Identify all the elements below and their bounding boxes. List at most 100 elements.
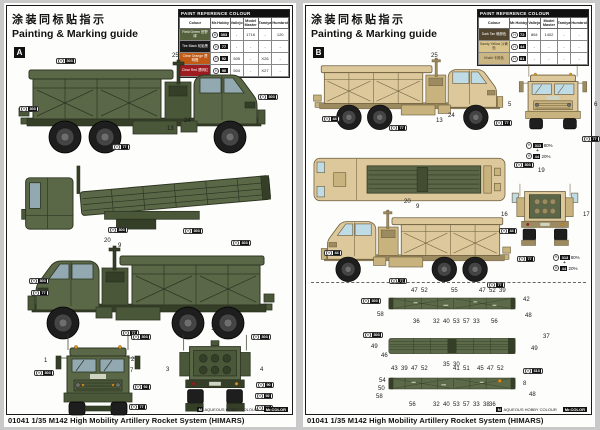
antenna-mast	[434, 57, 438, 77]
pod3-callout-56: 56	[409, 402, 416, 408]
beacon	[210, 340, 220, 347]
mr-hobby-logo: H	[525, 367, 532, 375]
paint-code: 90	[220, 68, 228, 74]
paint-table-header-row: Colour Mr.Hobby Vallejo Model Master Tam…	[179, 16, 289, 30]
pod2-callout-37: 37	[543, 334, 550, 340]
himars-rear-illustration	[511, 183, 579, 246]
col-humbrol: Humbrol	[570, 16, 588, 30]
rocket-pod-side-view-2: 43 39 47 52 41 51 45 47 52 54 50 58 8 48…	[361, 364, 561, 414]
page-a: 涂装同标贴指示 Painting & Marking guide PAINT R…	[4, 3, 296, 427]
rocket-tube	[549, 198, 556, 205]
paint-reference-table-a: PAINT REFERENCE COLOUR Colour Mr.Hobby V…	[178, 9, 290, 79]
himars-elevated-illustration	[21, 165, 271, 230]
rocket-tube	[542, 198, 548, 205]
humbrol-code: -	[271, 40, 289, 54]
col-modelmaster: Model Master	[242, 16, 259, 30]
mirror	[55, 355, 62, 370]
mr-hobby-logo: H	[260, 93, 267, 101]
model-master-code: -	[242, 64, 259, 78]
vallejo-code: 864	[527, 28, 542, 42]
vallejo-code: -	[229, 28, 244, 42]
swatch-clear-orange: Clear Orange 透明橙	[179, 52, 211, 66]
paint-code: 77	[398, 278, 406, 284]
paint-code: 303	[523, 162, 533, 168]
wheel	[211, 306, 245, 340]
pod2-callout-46: 46	[381, 353, 388, 359]
model-master-code: -	[540, 40, 558, 54]
humbrol-code: -	[570, 40, 588, 54]
himars-plan-illustration	[313, 157, 506, 202]
himars-front-illustration	[55, 334, 141, 416]
view-top-plan-tan: H 303	[312, 154, 535, 206]
vallejo-code: 505	[229, 52, 244, 66]
humbrol-code: -	[271, 64, 289, 78]
pod2-callouts-bottom: 35 30	[443, 362, 460, 368]
mr-hobby-logo: H	[213, 43, 220, 51]
tamiya-code: -	[257, 28, 273, 42]
paint-code: 77	[40, 290, 48, 296]
col-vallejo: Vallejo	[527, 16, 542, 30]
col-tamiya: Tamiya	[257, 16, 273, 30]
mudflap	[521, 239, 536, 246]
taillight	[526, 222, 530, 226]
swatch-tire-black: Tire Black 轮胎黑	[179, 40, 211, 54]
callout-6: 6	[594, 102, 598, 108]
paint-code: 303	[117, 227, 127, 233]
mudflap	[554, 239, 569, 246]
callout-20: 20	[104, 238, 111, 244]
paint-code: 92	[220, 56, 228, 62]
taillight	[191, 382, 196, 386]
page-b-frame: 涂装同标贴指示 Painting & Marking guide PAINT R…	[305, 5, 600, 415]
pod1-callout-48: 48	[525, 313, 532, 319]
mudflap	[226, 403, 245, 412]
paint-code: 303	[65, 58, 75, 64]
col-mrhobby: Mr.Hobby	[210, 16, 231, 30]
paint-code: 313	[533, 142, 543, 148]
paint-code: 303	[372, 332, 382, 338]
mr-hobby-logo: H	[324, 115, 331, 123]
paint-code: 303	[370, 298, 380, 304]
mr-hobby-logo: H	[36, 369, 43, 377]
paint-code: 77	[130, 330, 138, 336]
callout-2: 2	[131, 357, 135, 363]
pod3-callouts-top-right: 45 47 52	[477, 366, 504, 372]
pod1-callout-42: 42	[523, 297, 530, 303]
callout-24: 24	[448, 113, 455, 119]
mr-color-logo: Mr.COLOR	[562, 407, 587, 412]
pod1-callouts-bottom: 32 40 53 57 33	[433, 319, 480, 325]
mr-hobby-logo: H	[553, 254, 560, 261]
tamiya-code: -	[556, 52, 572, 66]
pod3-callout-50: 50	[378, 386, 385, 392]
mr-hobby-logo: H	[31, 277, 38, 285]
paint-code: 77	[220, 44, 228, 50]
mr-hobby-logo: H	[253, 333, 260, 341]
rocket-tube	[534, 208, 541, 214]
pod1-callouts-top-left: 47 52	[411, 288, 428, 294]
mr-hobby-logo: H	[501, 227, 508, 235]
mr-hobby-logo: H	[213, 67, 220, 75]
mr-hobby-logo: H	[391, 124, 398, 132]
mix-percentage: 80%	[543, 142, 553, 148]
headlight	[75, 382, 81, 388]
aqueous-logo-icon: M	[496, 407, 503, 412]
mr-hobby-logo: H	[526, 152, 533, 160]
wheel	[171, 306, 205, 340]
rocket-pod-illustration	[388, 377, 516, 390]
rocket-pod-illustration	[388, 338, 516, 354]
plus-sign: +	[563, 259, 566, 266]
mr-hobby-logo: H	[519, 255, 526, 263]
mix-percentage: 20%	[568, 265, 578, 271]
